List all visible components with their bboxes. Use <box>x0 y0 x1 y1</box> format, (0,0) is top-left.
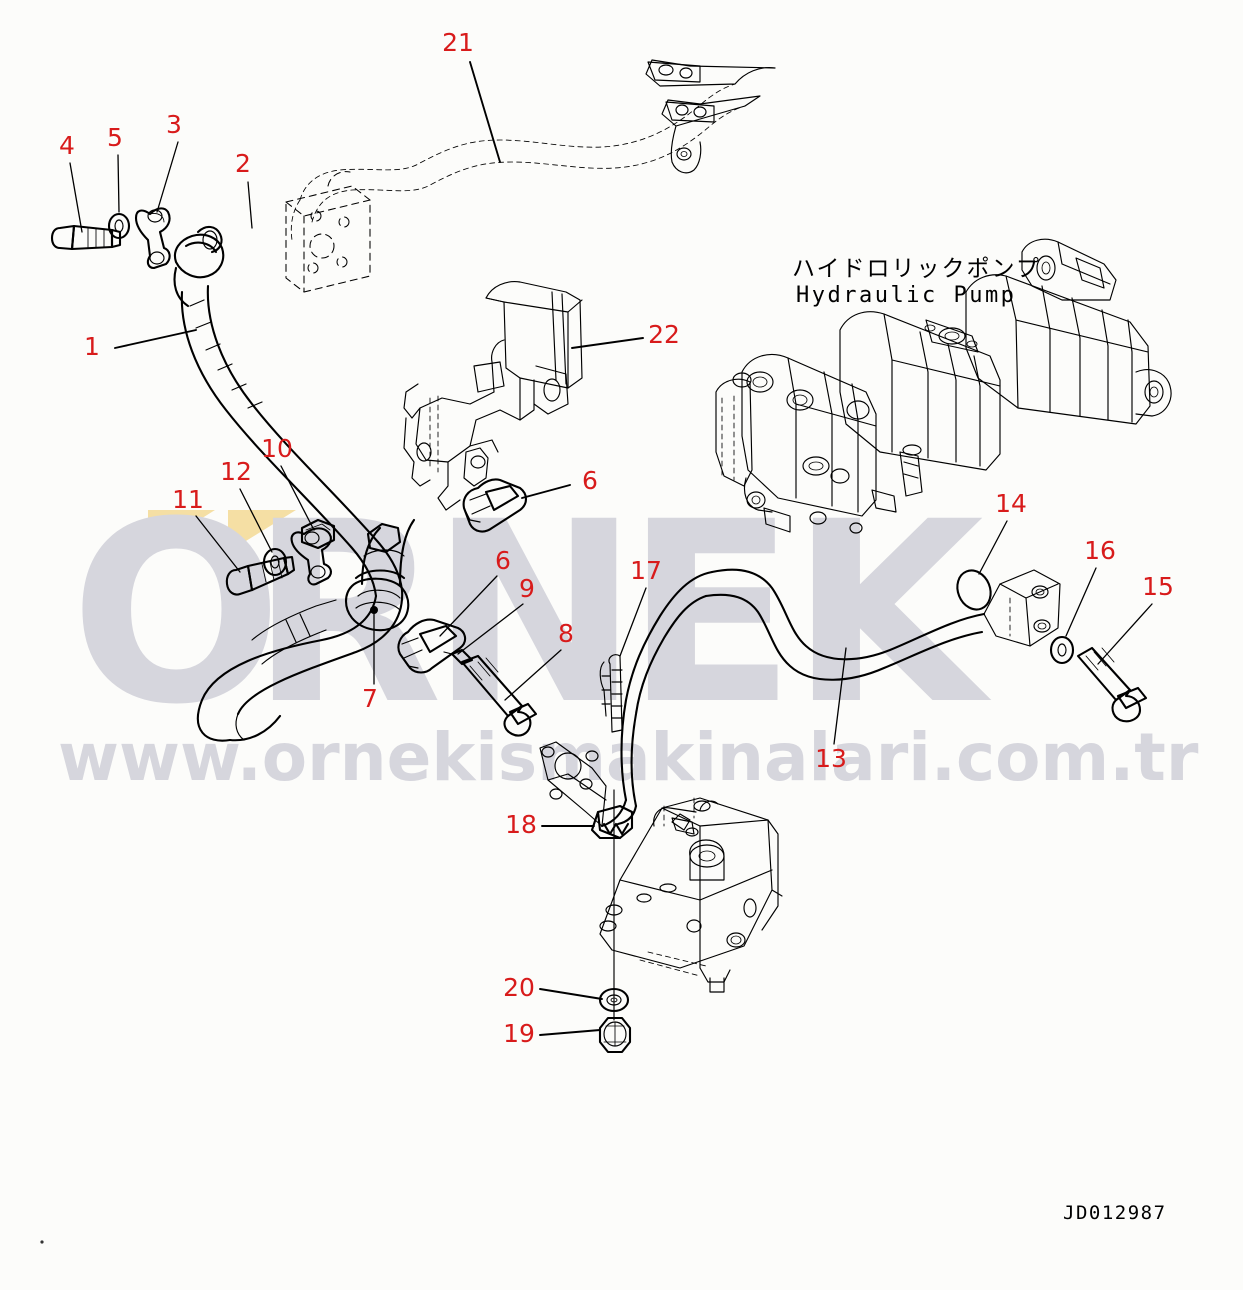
leader-10 <box>280 465 315 531</box>
hydraulic-pump-assembly <box>715 238 1172 534</box>
part-10-clamp-half <box>290 518 336 586</box>
callout-13[interactable]: 13 <box>815 744 847 773</box>
leader-15 <box>1097 603 1153 665</box>
leader-1 <box>114 329 197 349</box>
callout-17[interactable]: 17 <box>630 556 662 585</box>
callout-15[interactable]: 15 <box>1142 572 1174 601</box>
part-7-elbow-fitting <box>344 518 416 632</box>
callout-22[interactable]: 22 <box>648 320 680 349</box>
callout-18[interactable]: 18 <box>505 810 537 839</box>
callout-numbers: 1 2 3 4 5 6 6 7 8 9 10 11 12 13 14 15 16… <box>59 28 1174 1048</box>
callout-4[interactable]: 4 <box>59 131 75 160</box>
watermark-letter-n: N <box>430 468 639 759</box>
lower-mount-bracket <box>599 797 783 993</box>
leader-22 <box>571 337 644 349</box>
watermark-brand: O R N E K <box>70 468 992 759</box>
watermark-letter-r: R <box>250 468 443 759</box>
callout-20[interactable]: 20 <box>503 973 535 1002</box>
callout-6-upper[interactable]: 6 <box>582 466 598 495</box>
callout-14[interactable]: 14 <box>995 489 1027 518</box>
leader-12 <box>239 488 273 553</box>
pump-label-japanese: ハイドロリックポンプ <box>792 256 1041 282</box>
callout-6-lower[interactable]: 6 <box>495 546 511 575</box>
watermark-letter-o: O <box>70 468 283 759</box>
callout-leaders <box>69 61 1153 1036</box>
leader-11 <box>195 515 241 573</box>
accent-triangle-left <box>148 510 215 552</box>
callout-12[interactable]: 12 <box>220 457 252 486</box>
leader-8 <box>504 649 562 701</box>
watermark-url: www.ornekismakinalari.com.tr <box>58 719 1199 796</box>
leader-6-upper <box>521 484 571 499</box>
callout-11[interactable]: 11 <box>172 485 204 514</box>
leader-13 <box>833 647 847 745</box>
leader-3 <box>156 141 179 213</box>
part-14-o-ring <box>956 569 992 611</box>
callout-16[interactable]: 16 <box>1084 536 1116 565</box>
leader-16 <box>1065 567 1097 637</box>
watermark-letter-k: K <box>790 468 992 759</box>
pump-label-english: Hydraulic Pump <box>796 283 1016 308</box>
part-11-bolt <box>225 555 296 596</box>
callout-7[interactable]: 7 <box>362 684 378 713</box>
leader-6-lower <box>439 575 498 637</box>
leader-9 <box>457 603 524 655</box>
watermark-letter-e: E <box>625 468 796 759</box>
callout-2[interactable]: 2 <box>235 149 251 178</box>
callout-5[interactable]: 5 <box>107 123 123 152</box>
callout-19[interactable]: 19 <box>503 1019 535 1048</box>
callout-1[interactable]: 1 <box>84 332 100 361</box>
leader-20 <box>539 988 603 1000</box>
leader-14 <box>978 520 1008 575</box>
part-17-clip <box>599 654 623 733</box>
leader-4 <box>69 162 83 233</box>
part-13-tube <box>539 568 1061 828</box>
callout-3[interactable]: 3 <box>166 110 182 139</box>
page-artifact-dot <box>40 1240 44 1244</box>
drawing-number: JD012987 <box>1063 1202 1167 1224</box>
part-1-hose <box>173 225 404 742</box>
part-5-washer <box>107 212 131 240</box>
callout-9[interactable]: 9 <box>519 574 535 603</box>
part-3-clamp-half <box>134 207 171 270</box>
part-20-washer <box>598 987 630 1013</box>
leader-19 <box>539 1029 601 1036</box>
part-9-bolt <box>443 648 474 666</box>
leader-2 <box>247 181 253 229</box>
part-16-washer <box>1049 635 1075 665</box>
leader-17 <box>619 587 647 657</box>
callout-21[interactable]: 21 <box>442 28 474 57</box>
part-6-clamp-upper <box>462 478 528 533</box>
callout-8[interactable]: 8 <box>558 619 574 648</box>
leader-21 <box>469 61 501 163</box>
part-19-nut <box>598 1016 632 1054</box>
part-21-upper-tube <box>290 59 776 241</box>
leader-5 <box>117 154 120 213</box>
part-6-clamp-lower <box>397 618 467 674</box>
part-8-bolt <box>460 654 538 737</box>
part-2-valve-block <box>285 171 371 293</box>
part-18-clip <box>590 804 634 840</box>
callout-10[interactable]: 10 <box>261 434 293 463</box>
part-22-bracket <box>403 281 583 511</box>
part-15-bolt <box>1076 646 1148 723</box>
